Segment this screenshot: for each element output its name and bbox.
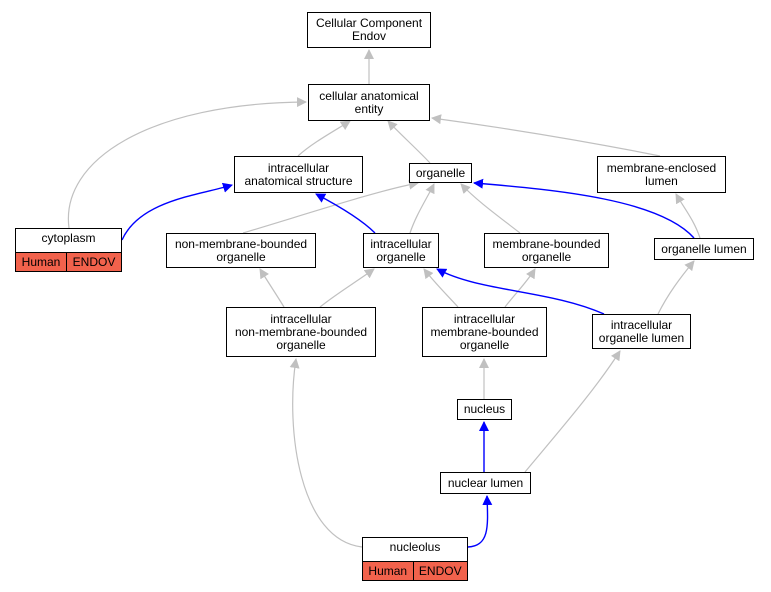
edge-imbo-to-io-is-a [423, 268, 459, 308]
node-label-line: intracellular [370, 236, 432, 251]
edge-iol-to-ol-is-a [657, 260, 695, 315]
annotation-tag[interactable]: ENDOV [413, 561, 468, 581]
edge-ol-to-mel-is-a [675, 193, 701, 239]
edge-nl-to-iol-is-a [524, 350, 621, 473]
edge-iol-to-io-part-of [436, 268, 605, 315]
edge-mel-to-cae-is-a [431, 114, 661, 157]
edge-imbo-to-mbo-is-a [504, 268, 536, 308]
node-label-line: organelle [376, 249, 426, 264]
node-label-line: organelle [276, 337, 326, 352]
edge-organelle-to-cae-is-a [387, 120, 431, 164]
node-label-line: entity [354, 101, 384, 116]
node-label-line: organelle lumen [661, 241, 747, 256]
node-label-line: membrane-enclosed [606, 160, 717, 175]
node-label-line: organelle [415, 165, 466, 180]
node-label-line: Endov [351, 29, 387, 43]
node-label-line: anatomical structure [244, 173, 353, 188]
edge-ol-to-organelle-part-of [473, 178, 695, 239]
node-label-line: intracellular [610, 317, 673, 332]
edge-nucleolus-to-nl-part-of [467, 495, 493, 548]
edge-io-to-organelle-is-a [409, 183, 435, 234]
node-label-line: intracellular [453, 311, 516, 326]
node-label-line: nuclear lumen [447, 475, 524, 490]
annotation-tag[interactable]: Human [362, 561, 414, 581]
node-ol[interactable]: organelle lumen [654, 238, 754, 260]
edge-cytoplasm-to-cae-is-a [67, 97, 307, 229]
node-label-line: lumen [645, 173, 678, 188]
edge-inmbo-to-io-is-a [319, 268, 375, 308]
node-label-line: non-membrane-bounded [174, 236, 308, 251]
edge-layer [67, 49, 701, 548]
node-label-line: Cellular Component [315, 16, 423, 30]
node-label-line: organelle [521, 249, 572, 264]
edge-ias-to-cae-is-a [297, 120, 351, 157]
annotation-tag[interactable]: ENDOV [67, 252, 122, 272]
node-organelle[interactable]: organelle [409, 163, 472, 183]
node-label-line: intracellular [270, 311, 332, 326]
edge-inmbo-to-nmbo-is-a [259, 268, 285, 308]
annotation-tag[interactable]: Human [15, 252, 67, 272]
node-label-line: organelle [216, 249, 266, 264]
node-label-line: organelle [459, 337, 510, 352]
node-label-line: cellular anatomical [319, 88, 419, 103]
node-label-line: membrane-bounded [430, 324, 539, 339]
edge-nucleolus-to-inmbo-is-a [289, 358, 363, 548]
edge-mbo-to-organelle-is-a [460, 183, 521, 234]
edge-io-to-ias-part-of [315, 193, 376, 234]
node-label-line: nucleus [463, 402, 506, 416]
node-label-line: organelle lumen [598, 330, 685, 345]
node-label-line: nucleolus [389, 540, 441, 554]
node-nucleus[interactable]: nucleus [457, 399, 512, 420]
node-nl[interactable]: nuclear lumen [440, 472, 531, 494]
node-label-line: intracellular [267, 160, 330, 175]
node-label-line: non-membrane-bounded [234, 324, 368, 339]
edge-nmbo-to-organelle-is-a [242, 179, 419, 234]
edge-cytoplasm-to-ias-part-of [121, 182, 233, 241]
node-label-line: membrane-bounded [492, 236, 601, 251]
node-label-line: cytoplasm [41, 231, 96, 245]
